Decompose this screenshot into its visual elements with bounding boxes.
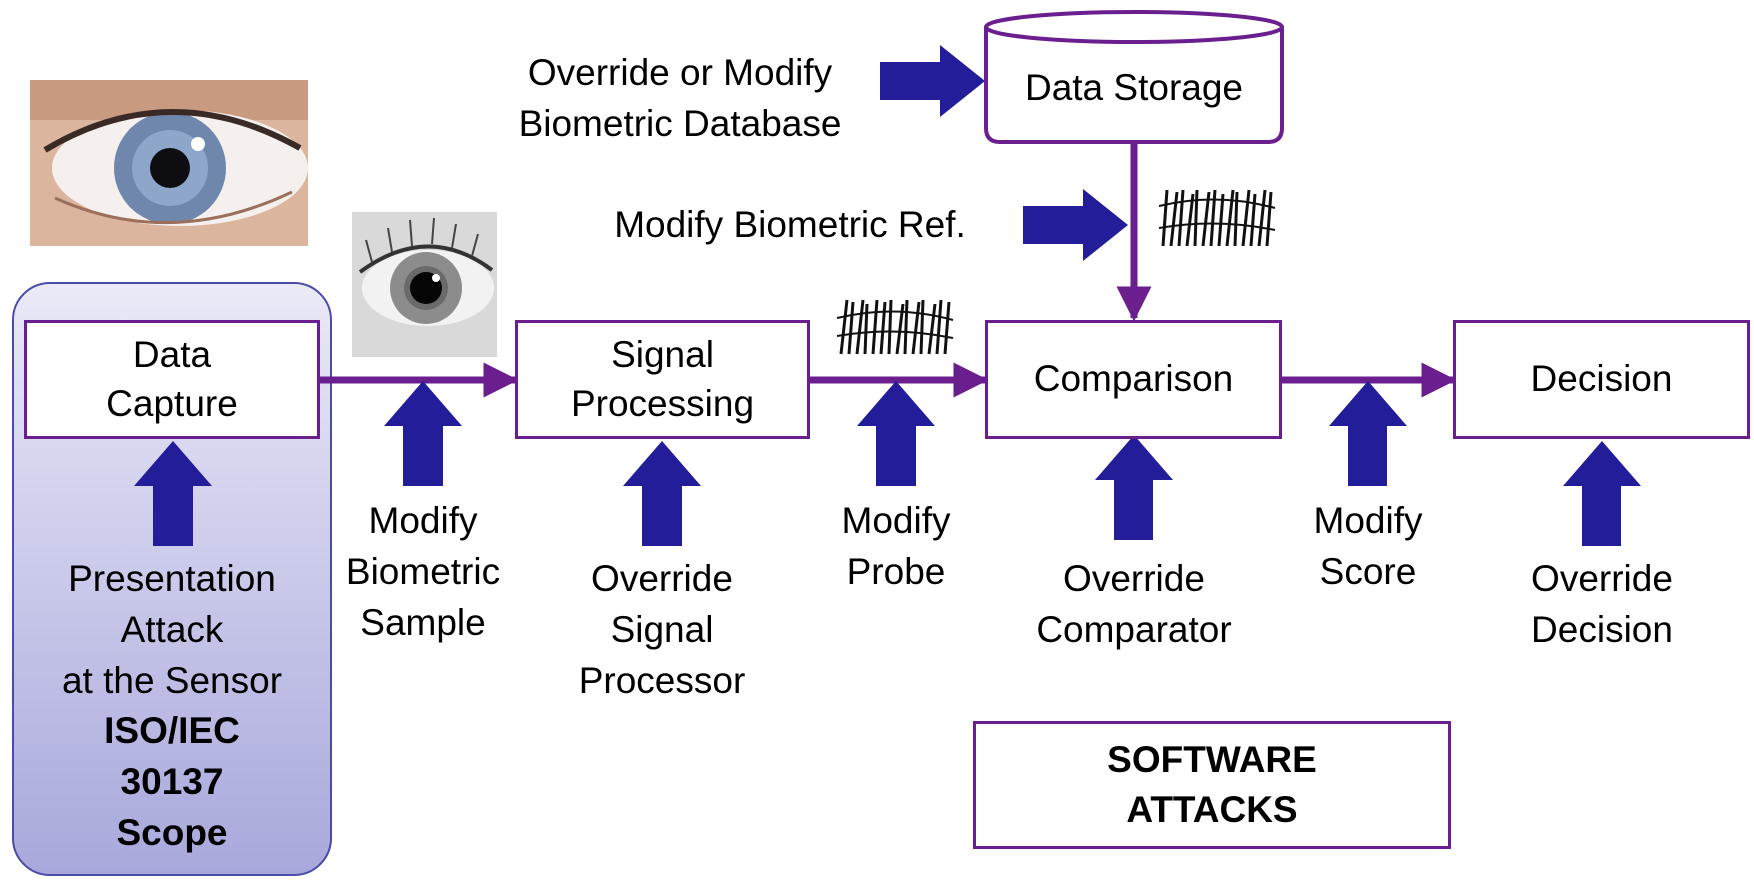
arrow-modify-probe [857, 381, 935, 486]
modify-probe-label: Modify Probe [841, 500, 951, 593]
signal-processing-block: Signal Processing [515, 320, 810, 439]
override-signal-processor-label: Override Signal Processor [578, 558, 746, 702]
comparison-block: Comparison [985, 320, 1282, 439]
arrow-modify-sample [384, 381, 462, 486]
override-comparator-label: Override Comparator [1036, 558, 1232, 651]
grayscale-eye-photo [352, 212, 497, 357]
decision-block: Decision [1453, 320, 1750, 439]
feature-pattern-reference [1158, 188, 1276, 248]
modify-reference-label: Modify Biometric Ref. [614, 204, 966, 245]
iso-scope-label: ISO/IEC 30137 Scope [104, 710, 240, 854]
modify-sample-label: Modify Biometric Sample [345, 500, 501, 644]
comparison-label: Comparison [1033, 358, 1234, 400]
feature-pattern-probe [836, 298, 954, 356]
data-capture-block: Data Capture [24, 320, 320, 439]
arrow-override-database [880, 45, 985, 117]
software-attacks-box: SOFTWARE ATTACKS [973, 721, 1451, 849]
data-storage-cylinder [984, 10, 1284, 144]
eye-photo [30, 80, 308, 246]
modify-score-label: Modify Score [1313, 500, 1423, 593]
override-database-label: Override or Modify Biometric Database [518, 52, 842, 145]
data-storage-label: Data Storage [1024, 67, 1244, 108]
override-decision-label: Override Decision [1531, 558, 1673, 651]
attack-arrows [134, 45, 1641, 546]
arrow-modify-reference [1023, 189, 1128, 261]
arrow-modify-score [1329, 381, 1407, 486]
data-capture-label: Data Capture [106, 334, 238, 424]
arrow-override-comparator [1095, 435, 1173, 540]
arrow-override-signal-processor [623, 441, 701, 546]
arrow-presentation-attack [134, 441, 212, 546]
signal-processing-label: Signal Processing [570, 334, 755, 424]
arrow-override-decision [1563, 441, 1641, 546]
presentation-attack-label: Presentation Attack at the Sensor [61, 558, 283, 702]
decision-label: Decision [1530, 358, 1673, 400]
software-attacks-label: SOFTWARE ATTACKS [1107, 739, 1317, 830]
